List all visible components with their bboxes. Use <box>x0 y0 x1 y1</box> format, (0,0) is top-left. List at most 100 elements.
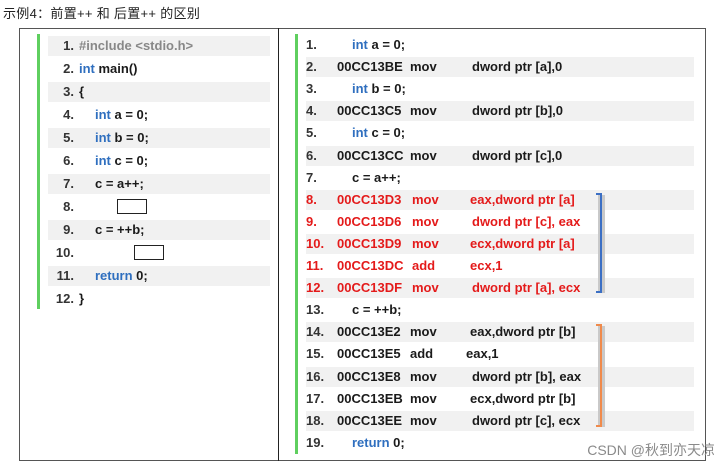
line-number: 13. <box>306 302 325 317</box>
asm-line: 5. int c = 0; <box>306 123 694 143</box>
instruction-opcode: mov <box>410 369 437 384</box>
line-number: 6. <box>306 148 317 163</box>
code-text: int a = 0; <box>95 105 148 125</box>
code-token: c = a++; <box>95 176 144 191</box>
example-title: 示例4：前置++ 和 后置++ 的区别 <box>3 6 201 21</box>
instruction-address: 00CC13D3 <box>337 192 402 207</box>
instruction-opcode: mov <box>412 236 439 251</box>
code-token: } <box>79 291 85 306</box>
instruction-address: 00CC13CC <box>337 148 404 163</box>
line-number: 15. <box>306 346 325 361</box>
code-text: #include <stdio.h> <box>79 36 193 56</box>
blank-answer-box <box>134 245 164 260</box>
code-line: 3.{ <box>48 82 270 102</box>
instruction-opcode: add <box>410 346 434 361</box>
line-number: 4. <box>306 103 317 118</box>
line-number: 11. <box>306 258 324 273</box>
instruction-operands: eax,dword ptr [b] <box>470 324 576 339</box>
code-token: c = 0; <box>367 125 406 140</box>
asm-line: 8. 00CC13D3 mov eax,dword ptr [a] <box>306 190 694 210</box>
instruction-opcode: mov <box>412 214 439 229</box>
source-line: c = ++b; <box>352 302 402 317</box>
code-token: c = ++b; <box>95 222 145 237</box>
instruction-opcode: add <box>412 258 436 273</box>
line-number: 10. <box>306 236 325 251</box>
line-number: 8. <box>306 192 317 207</box>
asm-line: 7. c = a++; <box>306 168 694 188</box>
instruction-opcode: mov <box>412 280 439 295</box>
code-text: int c = 0; <box>95 151 148 171</box>
csdn-watermark: CSDN @秋到亦天凉 <box>587 442 715 458</box>
line-number: 9. <box>63 222 74 237</box>
line-number: 6. <box>63 153 74 168</box>
asm-line: 13. c = ++b; <box>306 300 694 320</box>
line-number: 12. <box>306 280 325 295</box>
code-text: c = ++b; <box>95 220 145 240</box>
bracket-++b <box>596 324 602 427</box>
asm-line: 1. int a = 0; <box>306 35 694 55</box>
instruction-operands: dword ptr [c], eax <box>472 214 581 229</box>
code-token: 0; <box>389 435 405 450</box>
instruction-address: 00CC13E2 <box>337 324 401 339</box>
asm-line: 19.return 0; <box>306 433 694 453</box>
code-line: 7. c = a++; <box>48 174 270 194</box>
code-line: 4.int a = 0; <box>48 105 270 125</box>
code-line: 8. <box>48 197 270 217</box>
instruction-opcode: mov <box>410 59 437 74</box>
keyword: int <box>352 125 368 140</box>
code-token: main() <box>94 61 138 76</box>
code-line: 9. c = ++b; <box>48 220 270 240</box>
instruction-opcode: mov <box>410 324 437 339</box>
code-line: 5.int b = 0; <box>48 128 270 148</box>
instruction-operands: eax,dword ptr [a] <box>470 192 575 207</box>
keyword: int <box>95 107 111 122</box>
line-number: 3. <box>306 81 317 96</box>
line-number: 7. <box>306 170 317 185</box>
line-number: 9. <box>306 214 317 229</box>
keyword: int <box>95 130 111 145</box>
code-token: b = 0; <box>367 81 406 96</box>
instruction-address: 00CC13DC <box>337 258 404 273</box>
instruction-operands: ecx,dword ptr [a] <box>470 236 575 251</box>
line-number: 7. <box>63 176 74 191</box>
instruction-opcode: mov <box>410 391 437 406</box>
asm-line: 14. 00CC13E2 mov eax,dword ptr [b] <box>306 322 694 342</box>
source-line: int c = 0; <box>352 123 405 143</box>
comparison-table <box>19 28 706 461</box>
instruction-address: 00CC13E5 <box>337 346 401 361</box>
line-number: 14. <box>306 324 325 339</box>
code-text: int b = 0; <box>95 128 149 148</box>
instruction-operands: ecx,dword ptr [b] <box>470 391 576 406</box>
line-number: 19. <box>306 435 325 450</box>
source-line: int a = 0; <box>352 35 405 55</box>
code-token: c = 0; <box>110 153 149 168</box>
instruction-opcode: mov <box>412 192 439 207</box>
instruction-operands: dword ptr [a], ecx <box>472 280 581 295</box>
instruction-opcode: mov <box>410 103 437 118</box>
code-line: 11.return 0; <box>48 266 270 286</box>
code-text: } <box>79 289 84 309</box>
instruction-address: 00CC13EB <box>337 391 403 406</box>
instruction-operands: dword ptr [b], eax <box>472 369 582 384</box>
line-number: 5. <box>306 125 317 140</box>
bracket-a++ <box>596 193 602 293</box>
instruction-operands: dword ptr [c],0 <box>472 148 563 163</box>
left-gutter-bar <box>37 34 40 309</box>
line-number: 12. <box>55 291 74 306</box>
asm-line: 3. int b = 0; <box>306 79 694 99</box>
line-number: 1. <box>63 38 74 53</box>
line-number: 16. <box>306 369 325 384</box>
instruction-operands: dword ptr [c], ecx <box>472 413 581 428</box>
source-line: c = a++; <box>352 170 401 185</box>
line-number: 1. <box>306 37 317 52</box>
line-number: 10. <box>55 245 74 260</box>
source-line: int b = 0; <box>352 79 406 99</box>
